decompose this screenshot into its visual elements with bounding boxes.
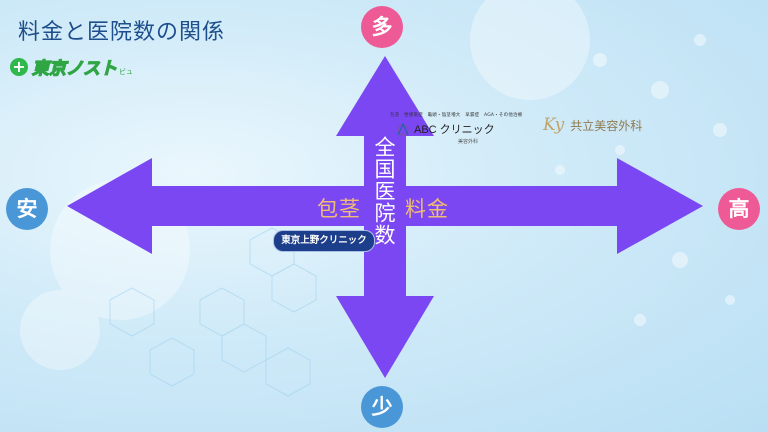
abc-clinic-subtitle: 美容外科 (458, 139, 479, 145)
logo: + 東京ノスト ビュ (10, 54, 133, 80)
tokyo-ueno-clinic-badge: 東京上野クリニック (273, 230, 375, 252)
page-title: 料金と医院数の関係 (18, 20, 226, 45)
cheap-label: 安 (6, 188, 48, 230)
logo-subtext: ビュ (119, 67, 133, 76)
vertical-axis-label: 全国医院数 (372, 136, 396, 246)
horizontal-axis-label-left: 包茎 (317, 197, 361, 221)
horizontal-axis-label-right: 料金 (405, 197, 449, 221)
vertical-double-arrow (336, 56, 434, 378)
logo-text: 東京ノスト (31, 58, 117, 79)
expensive-label: 高 (718, 188, 760, 230)
kyoritsu-mark: Ky (543, 115, 565, 135)
kyoritsu-clinic-logo: Ky 共立美容外科 (543, 115, 642, 135)
abc-clinic-name: ABC クリニック (414, 124, 495, 136)
few-label: 少 (361, 386, 403, 428)
abc-clinic-logo: 包茎 性感染症 亀頭・陰茎増大 早漏症 AGA・その他治療 ABC クリニック … (390, 112, 522, 145)
kyoritsu-clinic-name: 共立美容外科 (570, 118, 643, 133)
abc-clinic-tags: 包茎 性感染症 亀頭・陰茎増大 早漏症 AGA・その他治療 (390, 113, 523, 118)
many-label: 多 (361, 6, 403, 48)
abc-clinic-mark-icon (397, 122, 409, 136)
plus-icon: + (10, 57, 28, 76)
